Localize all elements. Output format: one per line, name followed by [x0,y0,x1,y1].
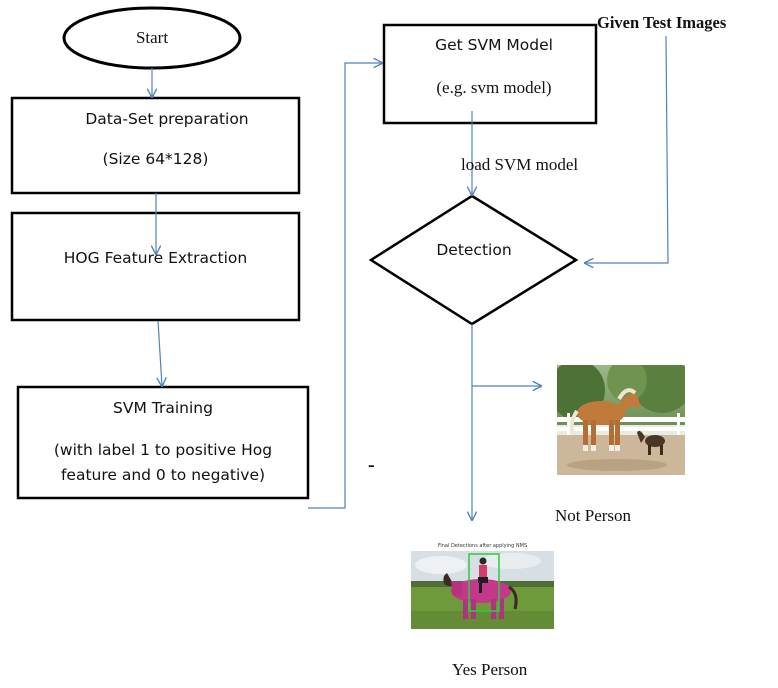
not-person-photo [557,365,685,475]
dataset-subtitle: (Size 64*128) [102,150,209,168]
rider-illustration [411,551,554,629]
result-caption: Final Detections after applying NMS [437,543,528,549]
yes-person-photo: Final Detections after applying NMS [411,542,554,629]
load-svm-model-label: load SVM model [461,155,579,174]
stray-dash-mark: - [368,454,375,476]
dataset-title: Data-Set preparation [85,110,249,128]
detection-node [368,194,579,326]
dataset-node [10,96,301,195]
get-svm-node [382,23,598,125]
detection-label: Detection [436,241,512,259]
horse-pony-illustration [557,365,685,475]
arrow-hog-to-training [158,320,162,386]
hog-label: HOG Feature Extraction [63,249,248,267]
not-person-label: Not Person [555,506,632,525]
start-label: Start [135,28,169,47]
svm-training-line1: (with label 1 to positive Hog [53,441,273,459]
get-svm-subtitle: (e.g. svm model) [436,78,552,97]
yes-person-label: Yes Person [452,660,528,679]
get-svm-title: Get SVM Model [435,36,553,54]
arrow-test-images-to-detection [585,35,669,263]
svm-training-node [16,385,310,500]
svm-training-line2: feature and 0 to negative) [60,466,266,484]
arrow-training-to-get-svm [308,63,382,509]
svm-training-title: SVM Training [113,399,213,417]
given-test-images-label: Given Test Images [597,13,727,32]
